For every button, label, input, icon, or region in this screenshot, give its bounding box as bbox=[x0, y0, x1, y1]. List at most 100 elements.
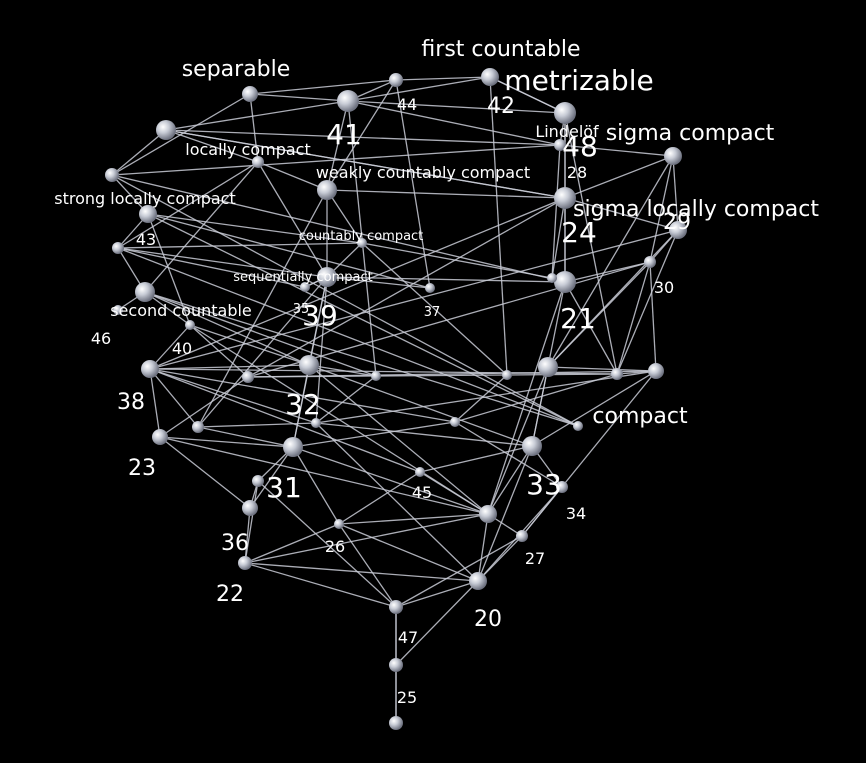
node-44[interactable] bbox=[389, 73, 403, 87]
edge-separable-strong-locally-compact bbox=[111, 93, 251, 176]
node-lindelof[interactable] bbox=[554, 139, 566, 151]
edge-29-38 bbox=[149, 229, 679, 370]
edge-n-lower-a-22 bbox=[244, 480, 259, 564]
node-26[interactable] bbox=[334, 519, 344, 529]
edge-sequentially-compact-21 bbox=[326, 276, 566, 283]
edge-21-n-lower-b bbox=[487, 281, 566, 515]
node-strong-locally-compact[interactable] bbox=[105, 168, 119, 182]
node-second-countable[interactable] bbox=[135, 282, 155, 302]
node-32[interactable] bbox=[299, 355, 319, 375]
edge-n-right-d-strong-locally-compact bbox=[111, 174, 579, 427]
edge-40-38 bbox=[149, 324, 191, 370]
node-46[interactable] bbox=[113, 305, 123, 315]
node-30[interactable] bbox=[644, 256, 656, 268]
node-n-right-mid[interactable] bbox=[547, 273, 557, 283]
node-n-bottom[interactable] bbox=[389, 716, 403, 730]
edge-31-n-lower-b bbox=[292, 446, 489, 515]
node-weakly-countably-compact[interactable] bbox=[317, 180, 337, 200]
edge-n-left-top-28 bbox=[165, 129, 561, 146]
label-second-countable: second countable bbox=[110, 301, 252, 320]
label-39: 39 bbox=[302, 299, 338, 332]
edge-26-22 bbox=[244, 523, 340, 564]
node-metrizable[interactable] bbox=[554, 102, 576, 124]
node-20[interactable] bbox=[469, 572, 487, 590]
edge-strong-locally-compact-28 bbox=[111, 144, 561, 176]
node-35[interactable] bbox=[300, 282, 310, 292]
node-36[interactable] bbox=[242, 500, 258, 516]
label-metrizable: metrizable bbox=[504, 64, 653, 97]
edge-weakly-countably-compact-24 bbox=[326, 189, 566, 199]
node-27[interactable] bbox=[516, 530, 528, 542]
label-37: 37 bbox=[424, 305, 441, 320]
node-first-countable[interactable] bbox=[481, 68, 499, 86]
edge-43-37 bbox=[147, 213, 431, 289]
node-n-lower-a[interactable] bbox=[252, 475, 264, 487]
node-21[interactable] bbox=[554, 271, 576, 293]
node-29[interactable] bbox=[669, 221, 687, 239]
node-sequentially-compact[interactable] bbox=[317, 267, 337, 287]
node-n-right-a[interactable] bbox=[538, 357, 558, 377]
node-41[interactable] bbox=[337, 90, 359, 112]
node-45[interactable] bbox=[415, 467, 425, 477]
edge-countably-compact-n-left-mid bbox=[117, 242, 363, 249]
edge-30-compact bbox=[649, 261, 657, 372]
edge-32-33 bbox=[308, 364, 533, 447]
node-sigma-compact[interactable] bbox=[664, 147, 682, 165]
edge-n-right-d-second-countable bbox=[144, 291, 579, 427]
edge-separable-41 bbox=[249, 93, 349, 102]
node-sigma-locally-compact[interactable] bbox=[554, 187, 576, 209]
edge-41-metrizable bbox=[347, 100, 566, 114]
edge-n-left-top-strong-locally-compact bbox=[111, 129, 167, 176]
node-34[interactable] bbox=[556, 481, 568, 493]
node-n-left-mid[interactable] bbox=[112, 242, 124, 254]
edge-n-right-b-n-right-c bbox=[454, 373, 618, 423]
edge-n-lower-b-20 bbox=[477, 513, 489, 582]
node-22[interactable] bbox=[238, 556, 252, 570]
node-n-right-c[interactable] bbox=[450, 417, 460, 427]
label-strong-locally-compact: strong locally compact bbox=[54, 189, 236, 208]
edge-43-countably-compact bbox=[147, 213, 363, 244]
node-31[interactable] bbox=[283, 437, 303, 457]
label-34: 34 bbox=[566, 504, 586, 523]
edge-24-n-right-mid bbox=[551, 197, 566, 279]
node-n-right-b[interactable] bbox=[611, 368, 623, 380]
label-weakly-countably-compact: weakly countably compact bbox=[316, 163, 530, 182]
node-n-mid-b[interactable] bbox=[371, 371, 381, 381]
node-33[interactable] bbox=[522, 436, 542, 456]
node-25[interactable] bbox=[389, 658, 403, 672]
node-compact[interactable] bbox=[648, 363, 664, 379]
edge-33-n-lower-b bbox=[487, 445, 533, 515]
edge-n-mid-c-n-right-b bbox=[506, 373, 618, 376]
edge-26-47 bbox=[338, 523, 397, 608]
node-n-right-d[interactable] bbox=[573, 421, 583, 431]
node-layer bbox=[105, 68, 687, 730]
edge-locally-compact-n-left-mid bbox=[117, 161, 259, 249]
edge-n-left-mid-35 bbox=[117, 247, 306, 288]
edge-41-42 bbox=[347, 76, 491, 102]
node-n-mid-c[interactable] bbox=[502, 370, 512, 380]
edge-33-45 bbox=[419, 445, 533, 473]
edge-40-n-mid-a bbox=[189, 324, 249, 378]
node-40[interactable] bbox=[185, 320, 195, 330]
label-separable: separable bbox=[182, 57, 291, 82]
node-n-mid-e[interactable] bbox=[311, 418, 321, 428]
label-26: 26 bbox=[325, 537, 345, 556]
node-23[interactable] bbox=[152, 429, 168, 445]
node-43[interactable] bbox=[139, 205, 157, 223]
edge-compact-n-mid-e bbox=[315, 370, 657, 424]
edge-44-37 bbox=[395, 79, 431, 289]
node-38[interactable] bbox=[141, 360, 159, 378]
node-countably-compact[interactable] bbox=[357, 238, 367, 248]
node-n-lower-b[interactable] bbox=[479, 505, 497, 523]
node-n-mid-a[interactable] bbox=[242, 371, 254, 383]
node-locally-compact[interactable] bbox=[252, 156, 264, 168]
node-37[interactable] bbox=[425, 283, 435, 293]
edge-countably-compact-n-mid-c bbox=[361, 242, 508, 376]
edge-n-mid-d-n-mid-e bbox=[197, 422, 317, 428]
edge-38-n-mid-e bbox=[149, 368, 317, 424]
node-n-mid-d[interactable] bbox=[192, 421, 204, 433]
node-n-left-top[interactable] bbox=[156, 120, 176, 140]
node-47[interactable] bbox=[389, 600, 403, 614]
node-separable[interactable] bbox=[242, 86, 258, 102]
edge-23-31 bbox=[159, 436, 294, 448]
